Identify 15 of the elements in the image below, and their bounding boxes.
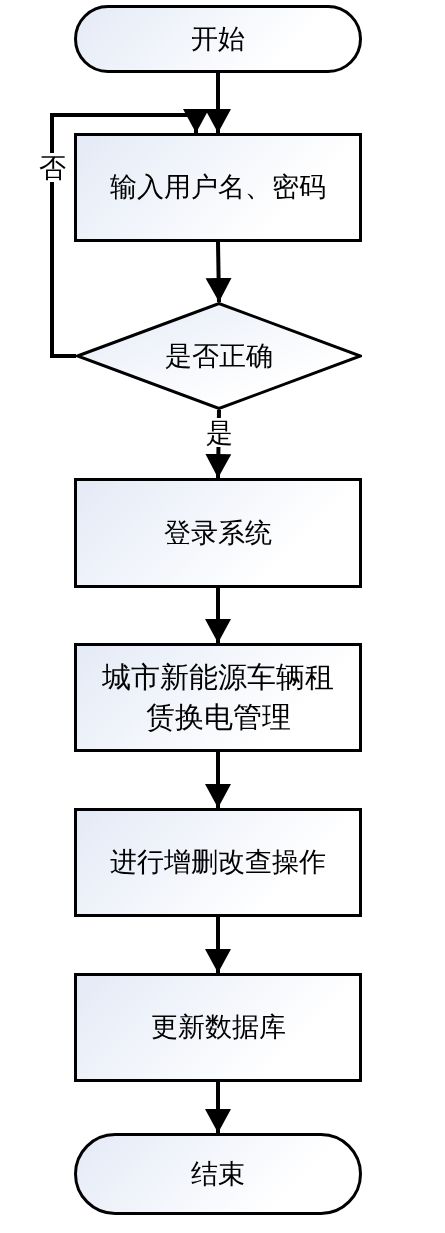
arrow xyxy=(205,241,232,303)
process-box: 进行增删改查操作 xyxy=(74,808,362,917)
edge-label: 否 xyxy=(38,153,66,183)
process-box: 更新数据库 xyxy=(74,973,362,1082)
decision-diamond: 是否正确 xyxy=(76,302,362,410)
arrow xyxy=(205,1082,231,1133)
arrow xyxy=(205,588,231,643)
process-box: 输入用户名、密码 xyxy=(74,133,362,242)
edge-label: 是 xyxy=(205,418,233,447)
process-box: 登录系统 xyxy=(74,478,362,588)
arrow xyxy=(205,752,231,808)
process-box: 城市新能源车辆租赁换电管理 xyxy=(74,643,362,752)
arrow xyxy=(205,73,231,133)
arrow xyxy=(205,917,231,973)
arrow xyxy=(50,109,209,358)
